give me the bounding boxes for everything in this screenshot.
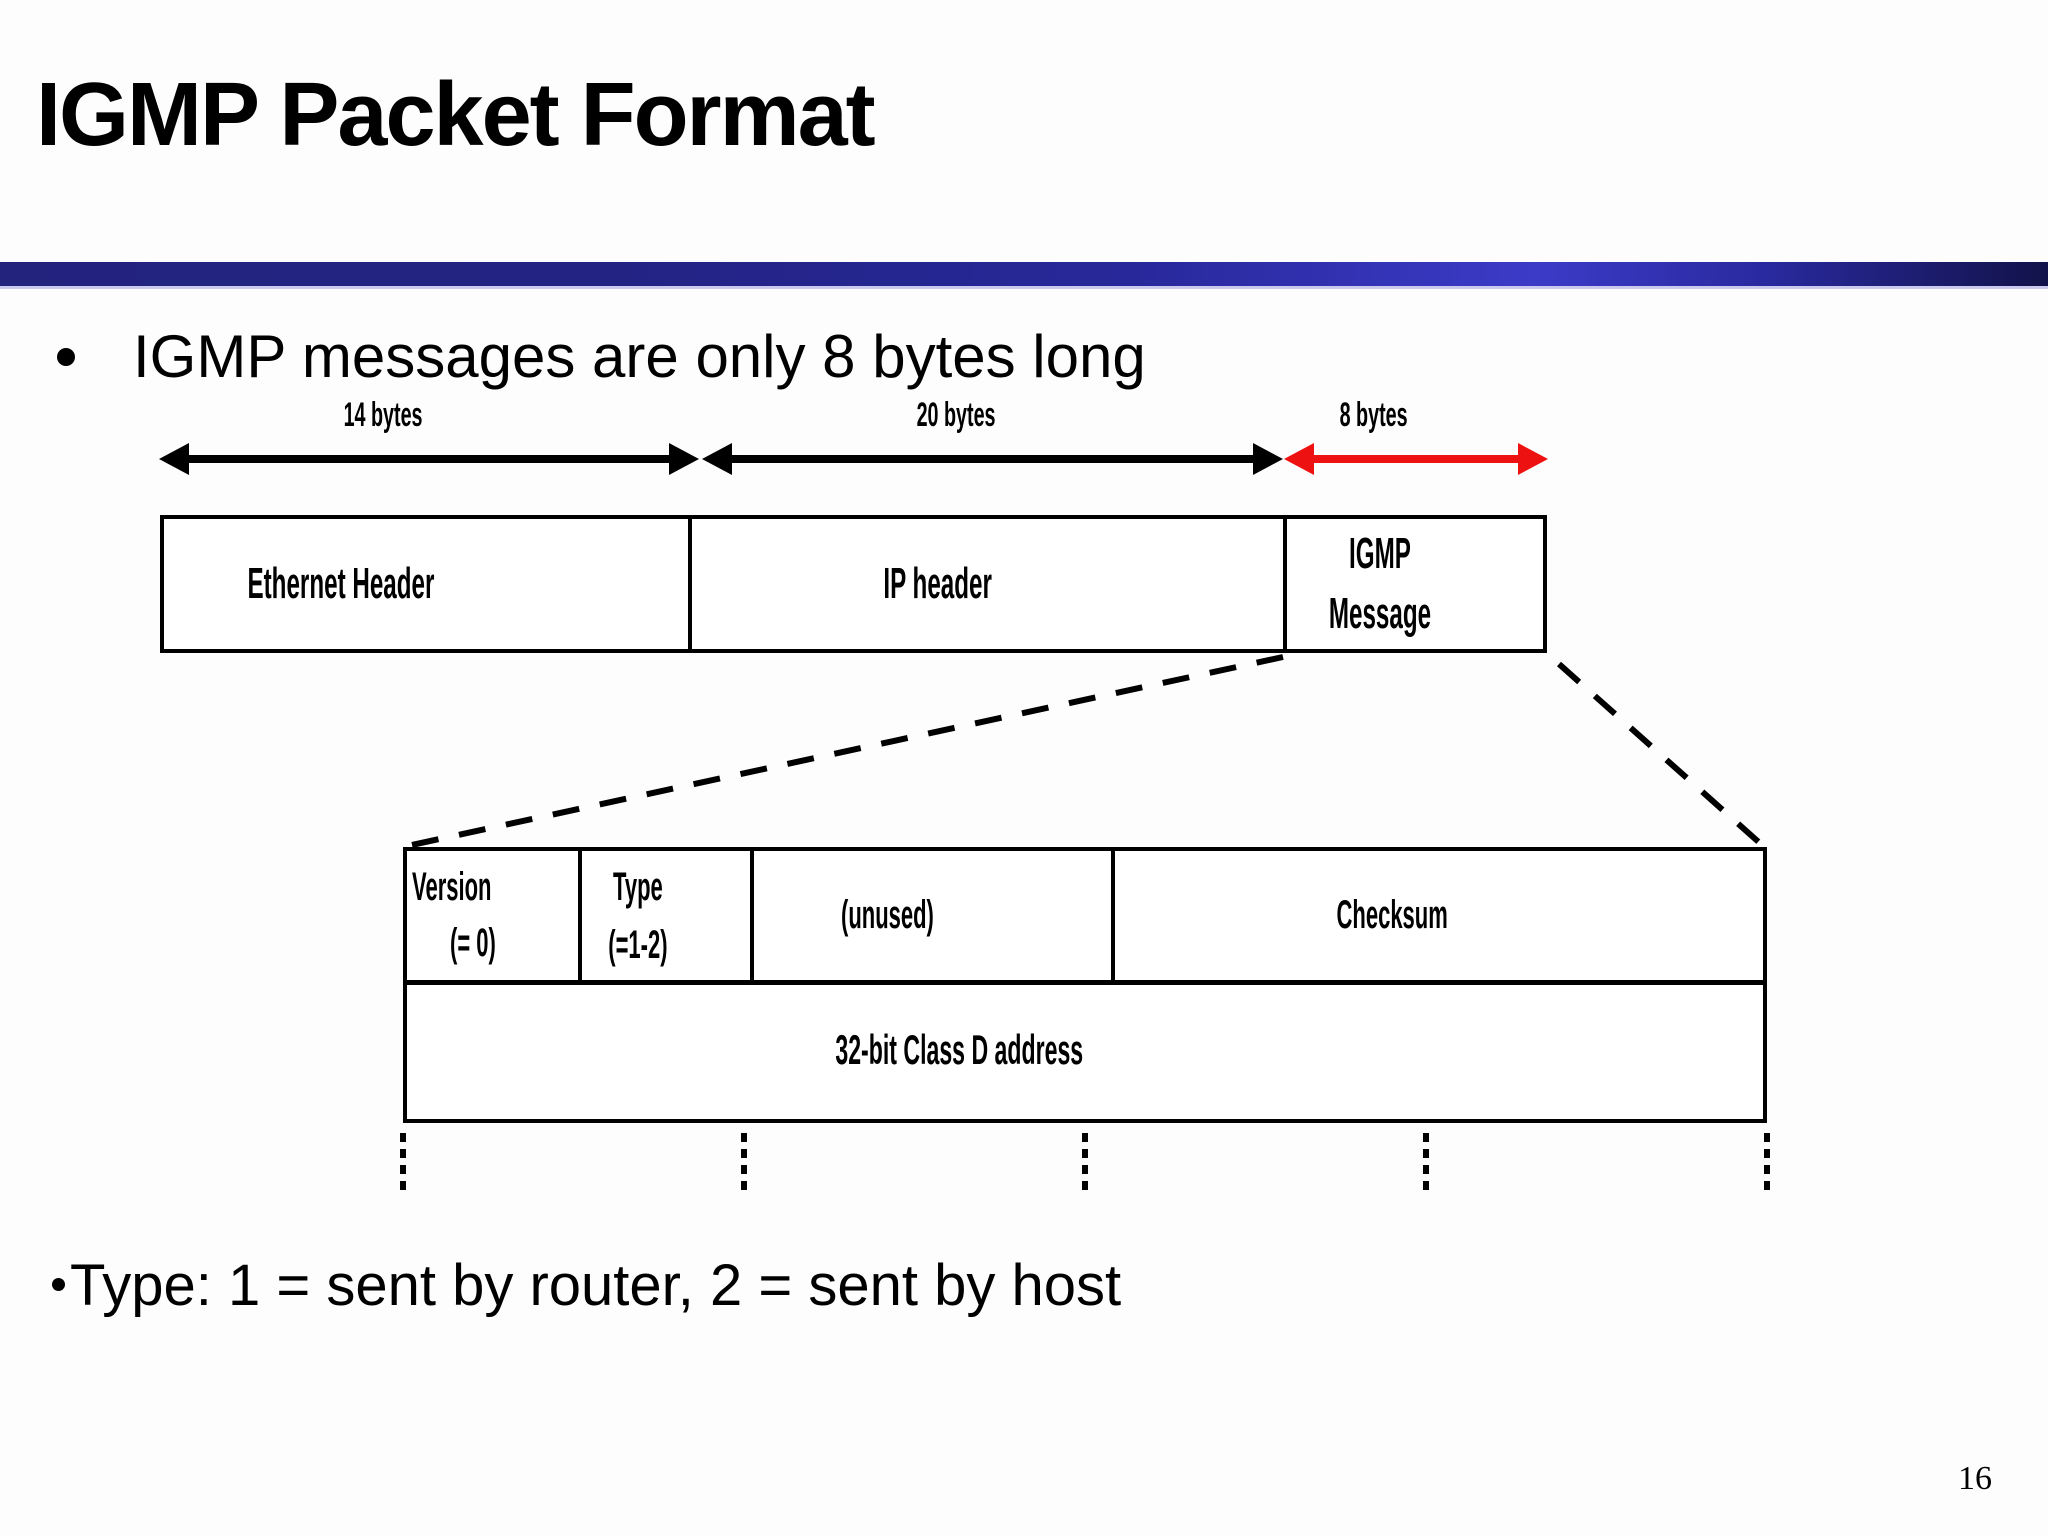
bullet-text-messages: IGMP messages are only 8 bytes long: [133, 323, 1146, 390]
igmp-detail-table: Version (= 0) Type (=1-2) (unused) Check…: [403, 847, 1767, 1123]
dashed-line-left: [406, 654, 1284, 849]
arrow-head-left-icon: [702, 443, 732, 475]
ip-header-box: IP header: [688, 519, 1283, 649]
class-d-address-field: 32-bit Class D address: [835, 1025, 1083, 1073]
continuation-dots: [1082, 1133, 1088, 1191]
title-divider-bar: [0, 262, 2048, 289]
dashed-line-right: [1557, 661, 1764, 848]
unused-field: (unused): [750, 851, 1111, 980]
arrow-head-right-icon: [1518, 443, 1548, 475]
type-field: Type (=1-2): [578, 851, 750, 980]
ethernet-header-box: Ethernet Header: [164, 519, 688, 649]
double-arrow-ethernet-icon: [159, 438, 699, 480]
ip-header-label: IP header: [883, 559, 992, 608]
byte-label-8: 8 bytes: [1340, 396, 1408, 434]
bullet-icon: [52, 1278, 65, 1291]
arrow-head-right-icon: [669, 443, 699, 475]
arrow-head-right-icon: [1253, 443, 1283, 475]
arrow-head-left-icon: [1284, 443, 1314, 475]
ethernet-header-label: Ethernet Header: [247, 559, 435, 608]
double-arrow-igmp-icon: [1284, 438, 1548, 480]
arrow-head-left-icon: [159, 443, 189, 475]
igmp-message-label: IGMP Message: [1328, 529, 1432, 638]
continuation-dots: [400, 1133, 406, 1191]
bullet-icon: [57, 348, 75, 366]
arrow-shaft: [1310, 455, 1522, 463]
bullet-text-type: Type: 1 = sent by router, 2 = sent by ho…: [70, 1253, 1122, 1318]
arrow-shaft: [185, 455, 673, 463]
detail-row-fields: Version (= 0) Type (=1-2) (unused) Check…: [407, 851, 1763, 985]
continuation-dots: [741, 1133, 747, 1191]
packet-box-row: Ethernet Header IP header IGMP Message: [160, 515, 1547, 653]
double-arrow-ip-icon: [702, 438, 1283, 480]
continuation-dots: [1423, 1133, 1429, 1191]
checksum-field: Checksum: [1111, 851, 1763, 980]
byte-label-14: 14 bytes: [343, 396, 423, 434]
version-field: Version (= 0): [412, 865, 496, 965]
page-number: 16: [1958, 1460, 1992, 1497]
continuation-dots: [1764, 1133, 1770, 1191]
igmp-message-box: IGMP Message: [1283, 519, 1543, 649]
slide-title: IGMP Packet Format: [36, 65, 876, 165]
arrow-shaft: [728, 455, 1257, 463]
byte-label-20: 20 bytes: [916, 396, 996, 434]
